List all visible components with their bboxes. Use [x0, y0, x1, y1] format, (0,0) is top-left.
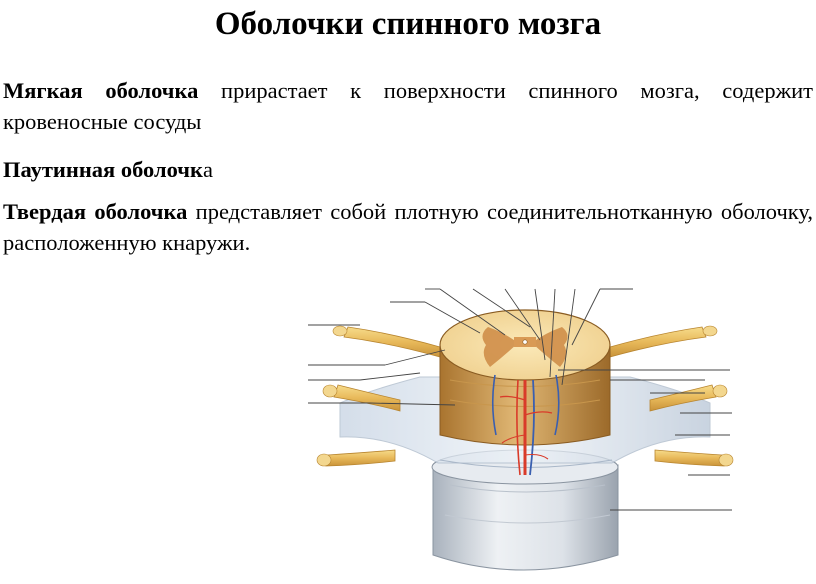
spinal-nerve-roots	[316, 325, 734, 467]
dura-mater-paragraph: Твердая оболочка представляет собой плот…	[3, 196, 813, 258]
spinal-cord-meninges-illustration	[308, 288, 734, 571]
arachnoid-term-ending: а	[202, 157, 213, 182]
dura-mater-description: представляет собой плотную соединительно…	[3, 199, 813, 255]
leader-lines	[308, 288, 732, 511]
arachnoid-paragraph: Паутинная оболочка	[3, 154, 813, 185]
pia-mater-paragraph: Мягкая оболочка прирастает к поверхности…	[3, 75, 813, 137]
pia-blood-vessels	[491, 374, 560, 476]
slide-title: Оболочки спинного мозга	[214, 6, 602, 42]
pia-mater-description: прирастает к поверхности спинного мозга,…	[3, 78, 813, 134]
dura-mater-term: Твердая оболочка	[3, 199, 188, 224]
pia-mater-term: Мягкая оболочка	[3, 78, 199, 103]
arachnoid-term: Паутинная оболочк	[3, 157, 203, 182]
